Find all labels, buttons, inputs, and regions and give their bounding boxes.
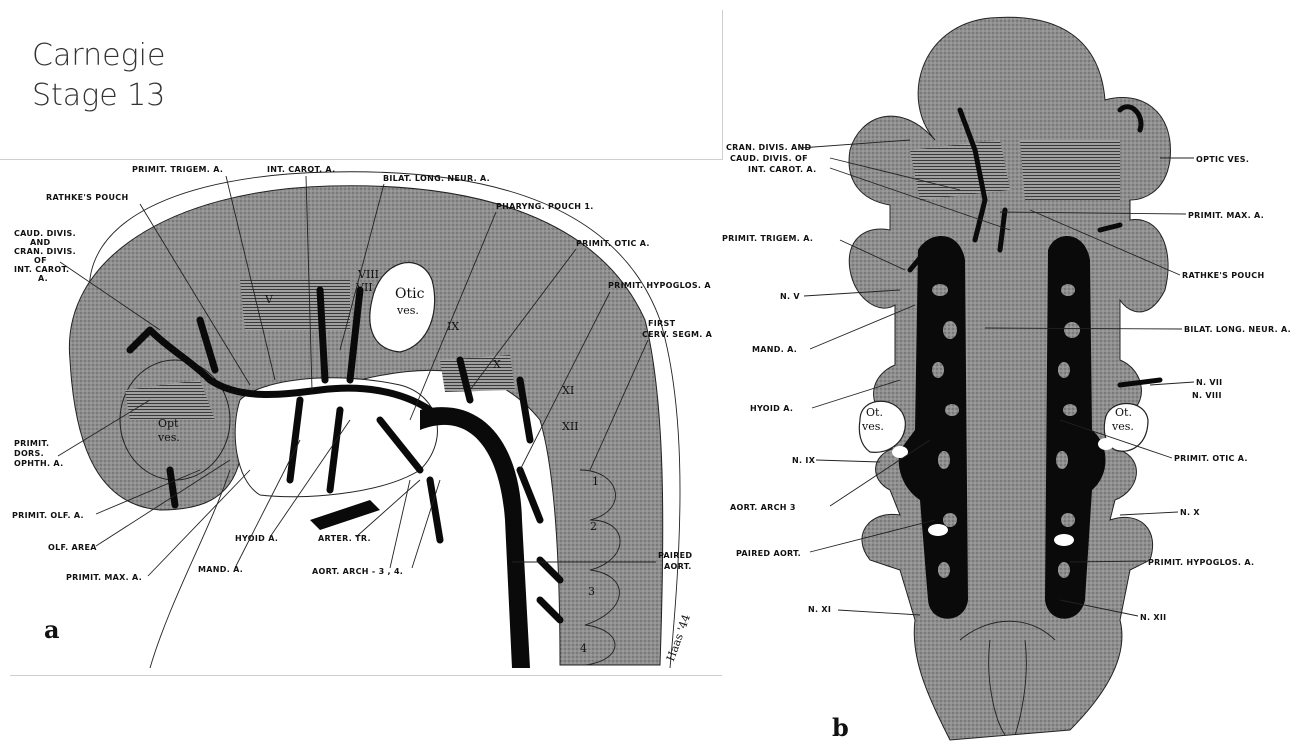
label-caud-divis-5: INT. CAROT.: [14, 265, 69, 274]
label-b-n-x: N. X: [1180, 508, 1200, 517]
ot-ves-right-label-2: ves.: [1111, 420, 1134, 433]
label-primit-max-a: PRIMIT. MAX. A.: [66, 573, 142, 582]
label-aort-arch: AORT. ARCH - 3 , 4.: [312, 567, 403, 576]
label-int-carot-a: INT. CAROT. A.: [267, 165, 335, 174]
label-b-n-ix: N. IX: [792, 456, 816, 465]
label-pharyng-pouch: PHARYNG. POUCH 1.: [496, 202, 594, 211]
somite-1-label: 1: [592, 475, 599, 488]
label-primit-dors-ophth-3: OPHTH. A.: [14, 459, 63, 468]
label-mand-a: MAND. A.: [198, 565, 243, 574]
aortic-arch-oval-right-2: [1054, 534, 1074, 546]
opt-ves-label-2: ves.: [157, 431, 180, 444]
label-olf-area: OLF. AREA: [48, 543, 97, 552]
label-caud-divis-4: OF: [34, 256, 47, 265]
nerve-x-label: X: [493, 358, 501, 371]
nerve-xi-label: XI: [562, 384, 574, 397]
label-primit-dors-ophth-1: PRIMIT.: [14, 439, 49, 448]
label-primit-otic-a: PRIMIT. OTIC A.: [576, 239, 650, 248]
ot-ves-left-label-1: Ot.: [866, 406, 883, 419]
aortic-arch-oval-right-1: [1098, 438, 1114, 450]
label-caud-divis-1: CAUD. DIVIS.: [14, 229, 76, 238]
label-b-optic-ves: OPTIC VES.: [1196, 155, 1249, 164]
label-b-aort-arch: AORT. ARCH 3: [730, 503, 796, 512]
label-primit-olf-a: PRIMIT. OLF. A.: [12, 511, 84, 520]
hatched-area-b1: [910, 140, 1010, 200]
body-tissue-b: [849, 17, 1170, 740]
label-b-primit-max-a: PRIMIT. MAX. A.: [1188, 211, 1264, 220]
label-b-cran-divis-2: CAUD. DIVIS. OF: [730, 154, 808, 163]
otic-ves-label-2: ves.: [396, 304, 419, 317]
label-bilat-long-neur-a: BILAT. LONG. NEUR. A.: [383, 174, 490, 183]
label-arter-tr: ARTER. TR.: [318, 534, 371, 543]
label-b-hyoid-a: HYOID A.: [750, 404, 793, 413]
panel-a: Otic ves. Opt ves. V VIII VII IX X XI XI…: [12, 165, 713, 668]
label-b-primit-otic-a: PRIMIT. OTIC A.: [1174, 454, 1248, 463]
opt-ves-label-1: Opt: [158, 417, 179, 430]
label-b-cran-divis-1: CRAN. DIVIS. AND: [726, 143, 811, 152]
label-first-cerv-segm-2: CERV. SEGM. A: [642, 330, 713, 339]
aortic-arch-oval-left-2: [928, 524, 948, 536]
label-caud-divis-3: CRAN. DIVIS.: [14, 247, 76, 256]
otic-ves-label-1: Otic: [395, 286, 425, 302]
label-b-n-xi: N. XI: [808, 605, 831, 614]
somite-2-label: 2: [590, 520, 597, 533]
ot-ves-left-label-2: ves.: [861, 420, 884, 433]
label-paired-aort-2: AORT.: [664, 562, 692, 571]
label-b-n-viii: N. VIII: [1192, 391, 1222, 400]
label-b-n-vii: N. VII: [1196, 378, 1222, 387]
panel-a-letter: a: [44, 615, 60, 644]
hatched-area-a2: [240, 280, 350, 330]
label-hyoid-a: HYOID A.: [235, 534, 278, 543]
label-caud-divis-2: AND: [30, 238, 50, 247]
hatched-area-b2: [1020, 140, 1120, 200]
somite-3-label: 3: [588, 585, 595, 598]
panel-b: Ot. ves. Ot. ves. CRAN. DIVIS. AND CAUD.…: [722, 17, 1291, 742]
label-b-n-xii: N. XII: [1140, 613, 1166, 622]
label-b-cran-divis-3: INT. CAROT. A.: [748, 165, 816, 174]
label-caud-divis-6: A.: [38, 274, 48, 283]
label-b-rathkes-pouch: RATHKE'S POUCH: [1182, 271, 1264, 280]
label-b-primit-trigem-a: PRIMIT. TRIGEM. A.: [722, 234, 813, 243]
nerve-xii-label: XII: [562, 420, 579, 433]
hatched-area-a3: [440, 355, 515, 392]
label-first-cerv-segm-1: FIRST: [648, 319, 676, 328]
panel-b-letter: b: [832, 713, 849, 742]
artist-signature: Haas '44: [664, 613, 693, 663]
label-b-n-v: N. V: [780, 292, 800, 301]
somite-4-label: 4: [580, 642, 587, 655]
label-primit-hypoglos-a: PRIMIT. HYPOGLOS. A: [608, 281, 711, 290]
label-b-bilat-long-neur-a: BILAT. LONG. NEUR. A.: [1184, 325, 1291, 334]
label-rathkes-pouch: RATHKE'S POUCH: [46, 193, 128, 202]
nerve-v-label: V: [264, 293, 274, 306]
label-b-paired-aort: PAIRED AORT.: [736, 549, 801, 558]
label-primit-trigem-a: PRIMIT. TRIGEM. A.: [132, 165, 223, 174]
ot-ves-right-label-1: Ot.: [1115, 406, 1132, 419]
label-b-mand-a: MAND. A.: [752, 345, 797, 354]
label-paired-aort-1: PAIRED: [658, 551, 692, 560]
label-b-primit-hypoglos-a: PRIMIT. HYPOGLOS. A.: [1148, 558, 1254, 567]
label-primit-dors-ophth-2: DORS.: [14, 449, 44, 458]
